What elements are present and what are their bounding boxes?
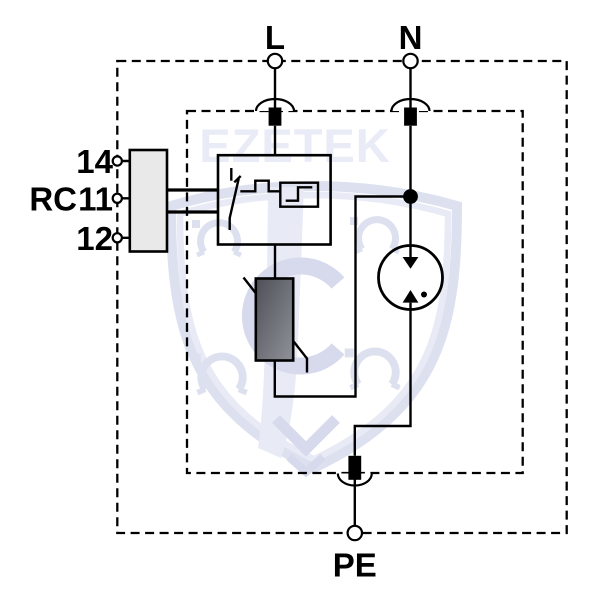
shield-omega-lower-left bbox=[191, 352, 248, 396]
terminal-label-N: N bbox=[399, 19, 423, 56]
terminal-rc-11 bbox=[111, 192, 124, 204]
shield-omega-upper-left bbox=[192, 219, 242, 258]
wire-varistor-to-neutral-junction bbox=[273, 195, 404, 398]
plug-contact-N bbox=[404, 107, 417, 126]
gdt-gas-dot bbox=[421, 291, 427, 298]
varistor-body bbox=[254, 277, 295, 362]
terminal-rc-12 bbox=[111, 232, 124, 244]
terminal-label-12: 12 bbox=[76, 220, 113, 257]
protection-module-boundary bbox=[185, 109, 524, 475]
terminal-label-L: L bbox=[265, 19, 285, 56]
remote-contact-label: RC bbox=[29, 181, 77, 218]
trigger-unit-box bbox=[279, 181, 320, 208]
watermark-logo: EZETEK bbox=[165, 119, 463, 478]
shield-omega-upper-right bbox=[350, 216, 400, 255]
terminal-label-11: 11 bbox=[78, 181, 113, 218]
rc-link-lines bbox=[167, 188, 218, 214]
remote-contact-block bbox=[128, 148, 169, 253]
plug-contact-L bbox=[268, 107, 282, 126]
junction-dot bbox=[403, 189, 418, 204]
terminal-label-14: 14 bbox=[76, 143, 113, 180]
wire-gdt-to-pe-terminal bbox=[353, 302, 412, 456]
terminal-label-PE: PE bbox=[333, 547, 377, 584]
disconnector-link-step bbox=[240, 179, 281, 193]
gas-discharge-tube bbox=[377, 244, 444, 311]
watermark-brand-text: EZETEK bbox=[199, 119, 390, 172]
terminal-circles bbox=[111, 52, 419, 542]
gdt-electrode-arrow-bottom bbox=[402, 290, 419, 303]
shield-outline-outer bbox=[165, 180, 463, 474]
plug-contact-PE bbox=[348, 455, 362, 480]
shield-outline-inner bbox=[176, 191, 452, 463]
shield-chevron bbox=[272, 415, 340, 457]
gdt-electrode-arrow-top bbox=[402, 257, 419, 269]
watermark-shield bbox=[165, 180, 463, 478]
solid-elements bbox=[268, 107, 427, 480]
terminal-N bbox=[402, 52, 419, 70]
device-boundary bbox=[116, 59, 568, 535]
terminal-L bbox=[266, 52, 284, 70]
terminal-rc-14 bbox=[111, 155, 124, 167]
shield-omega-lower-right bbox=[344, 347, 401, 391]
trigger-step-symbol bbox=[285, 186, 313, 202]
wire-rc-stubs bbox=[122, 159, 130, 239]
thermal-disconnect-device-box bbox=[216, 153, 332, 246]
terminal-PE bbox=[346, 524, 364, 542]
labels: L N PE RC 14 11 12 bbox=[29, 19, 422, 584]
disconnector-switch-arm bbox=[228, 178, 240, 230]
